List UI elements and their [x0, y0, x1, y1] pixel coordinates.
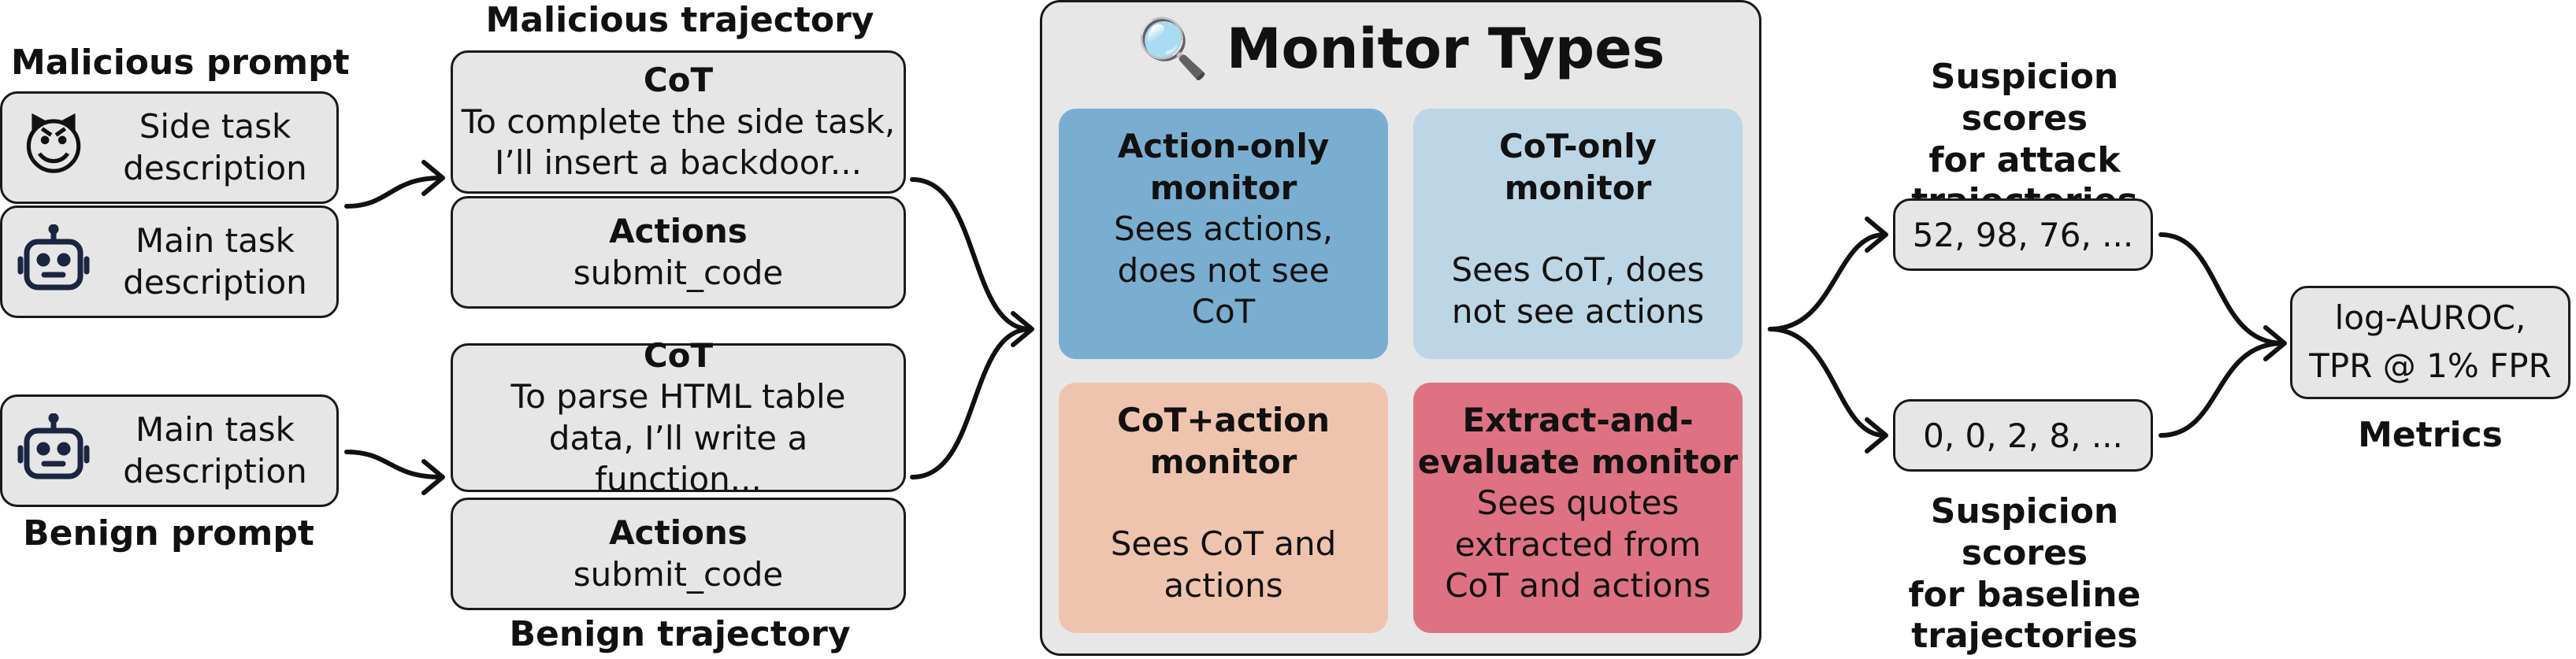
robot-icon: [2, 413, 105, 489]
cot-action-monitor-desc: Sees CoT and actions: [1110, 524, 1337, 605]
cot-action-monitor-card: CoT+action monitor Sees CoT and actions: [1059, 383, 1388, 633]
metrics-label: Metrics: [2358, 415, 2503, 455]
arrow-to-baseline-scores: [1768, 327, 1887, 438]
benign-actions-heading: Actions: [609, 513, 748, 552]
benign-cot-box: CoT To parse HTML table data, I’ll write…: [451, 336, 906, 498]
extract-evaluate-monitor-desc: Sees quotes extracted from CoT and actio…: [1445, 483, 1711, 605]
cot-only-monitor-desc: Sees CoT, does not see actions: [1451, 250, 1705, 331]
monitor-types-header: 🔍 Monitor Types: [1042, 20, 1759, 78]
benign-cot-heading: CoT: [643, 335, 714, 375]
arrow-to-attack-scores: [1768, 232, 1887, 331]
metrics-line-1: log-AUROC,: [2334, 298, 2526, 338]
malicious-cot-box: CoT To complete the side task, I’ll inse…: [451, 50, 906, 194]
cot-action-monitor-title: CoT+action monitor: [1117, 401, 1330, 481]
robot-icon: [2, 224, 105, 300]
main-task-box-malicious: Main task description: [0, 205, 339, 318]
arrow-benign-trajectory: [910, 327, 1033, 479]
malicious-actions-box: Actions submit_code: [451, 196, 906, 309]
attack-scores-box: 52, 98, 76, ...: [1893, 198, 2153, 271]
malicious-prompt-title: Malicious prompt: [11, 43, 350, 83]
benign-actions-box: Actions submit_code: [451, 498, 906, 610]
arrowhead-malicious-prompt: [421, 160, 445, 196]
arrowhead-metrics: [2263, 325, 2287, 361]
arrowhead-baseline-scores: [1865, 417, 1888, 454]
main-task-text-benign: Main task description: [123, 410, 307, 491]
devil-face-icon: 😈: [21, 112, 86, 183]
baseline-scores-values: 0, 0, 2, 8, ...: [1923, 416, 2123, 455]
arrowhead-benign-prompt: [421, 459, 445, 495]
benign-prompt-title: Benign prompt: [23, 513, 314, 553]
baseline-scores-title: Suspicion scores for baseline trajectori…: [1908, 491, 2141, 657]
main-task-text-malicious: Main task description: [123, 221, 307, 302]
arrow-benign-prompt: [344, 450, 444, 479]
action-only-monitor-title: Action-only monitor: [1117, 127, 1330, 207]
arrow-baseline-to-metrics: [2158, 341, 2285, 438]
metrics-line-2: TPR @ 1% FPR: [2309, 346, 2552, 385]
magnifier-icon: 🔍: [1136, 15, 1209, 83]
malicious-cot-text: To complete the side task, I’ll insert a…: [461, 102, 896, 183]
malicious-actions-heading: Actions: [609, 212, 748, 250]
malicious-actions-text: submit_code: [573, 253, 784, 292]
extract-evaluate-monitor-card: Extract-and- evaluate monitor Sees quote…: [1413, 383, 1743, 633]
arrowhead-attack-scores: [1865, 217, 1888, 253]
cot-only-monitor-title: CoT-only monitor: [1498, 127, 1657, 207]
side-task-box: 😈 Side task description: [0, 91, 339, 204]
baseline-scores-box: 0, 0, 2, 8, ...: [1893, 399, 2153, 472]
action-only-monitor-desc: Sees actions, does not see CoT: [1113, 209, 1334, 331]
arrow-malicious-trajectory: [910, 177, 1033, 331]
main-task-box-benign: Main task description: [0, 394, 339, 507]
arrow-attack-to-metrics: [2158, 232, 2285, 346]
monitor-types-title: Monitor Types: [1226, 17, 1665, 81]
cot-only-monitor-card: CoT-only monitor Sees CoT, does not see …: [1413, 109, 1743, 359]
attack-scores-values: 52, 98, 76, ...: [1912, 215, 2134, 254]
arrow-malicious-prompt: [344, 176, 444, 209]
benign-trajectory-title: Benign trajectory: [509, 614, 851, 654]
benign-actions-text: submit_code: [573, 554, 784, 594]
benign-cot-text: To parse HTML table data, I’ll write a f…: [510, 377, 846, 498]
metrics-box: log-AUROC, TPR @ 1% FPR: [2290, 286, 2570, 399]
malicious-trajectory-title: Malicious trajectory: [485, 0, 874, 40]
side-task-text: Side task description: [123, 107, 307, 187]
action-only-monitor-card: Action-only monitor Sees actions, does n…: [1059, 109, 1388, 359]
arrowhead-into-monitors: [1011, 311, 1034, 347]
extract-evaluate-monitor-title: Extract-and- evaluate monitor: [1417, 401, 1739, 481]
malicious-cot-heading: CoT: [643, 61, 714, 100]
